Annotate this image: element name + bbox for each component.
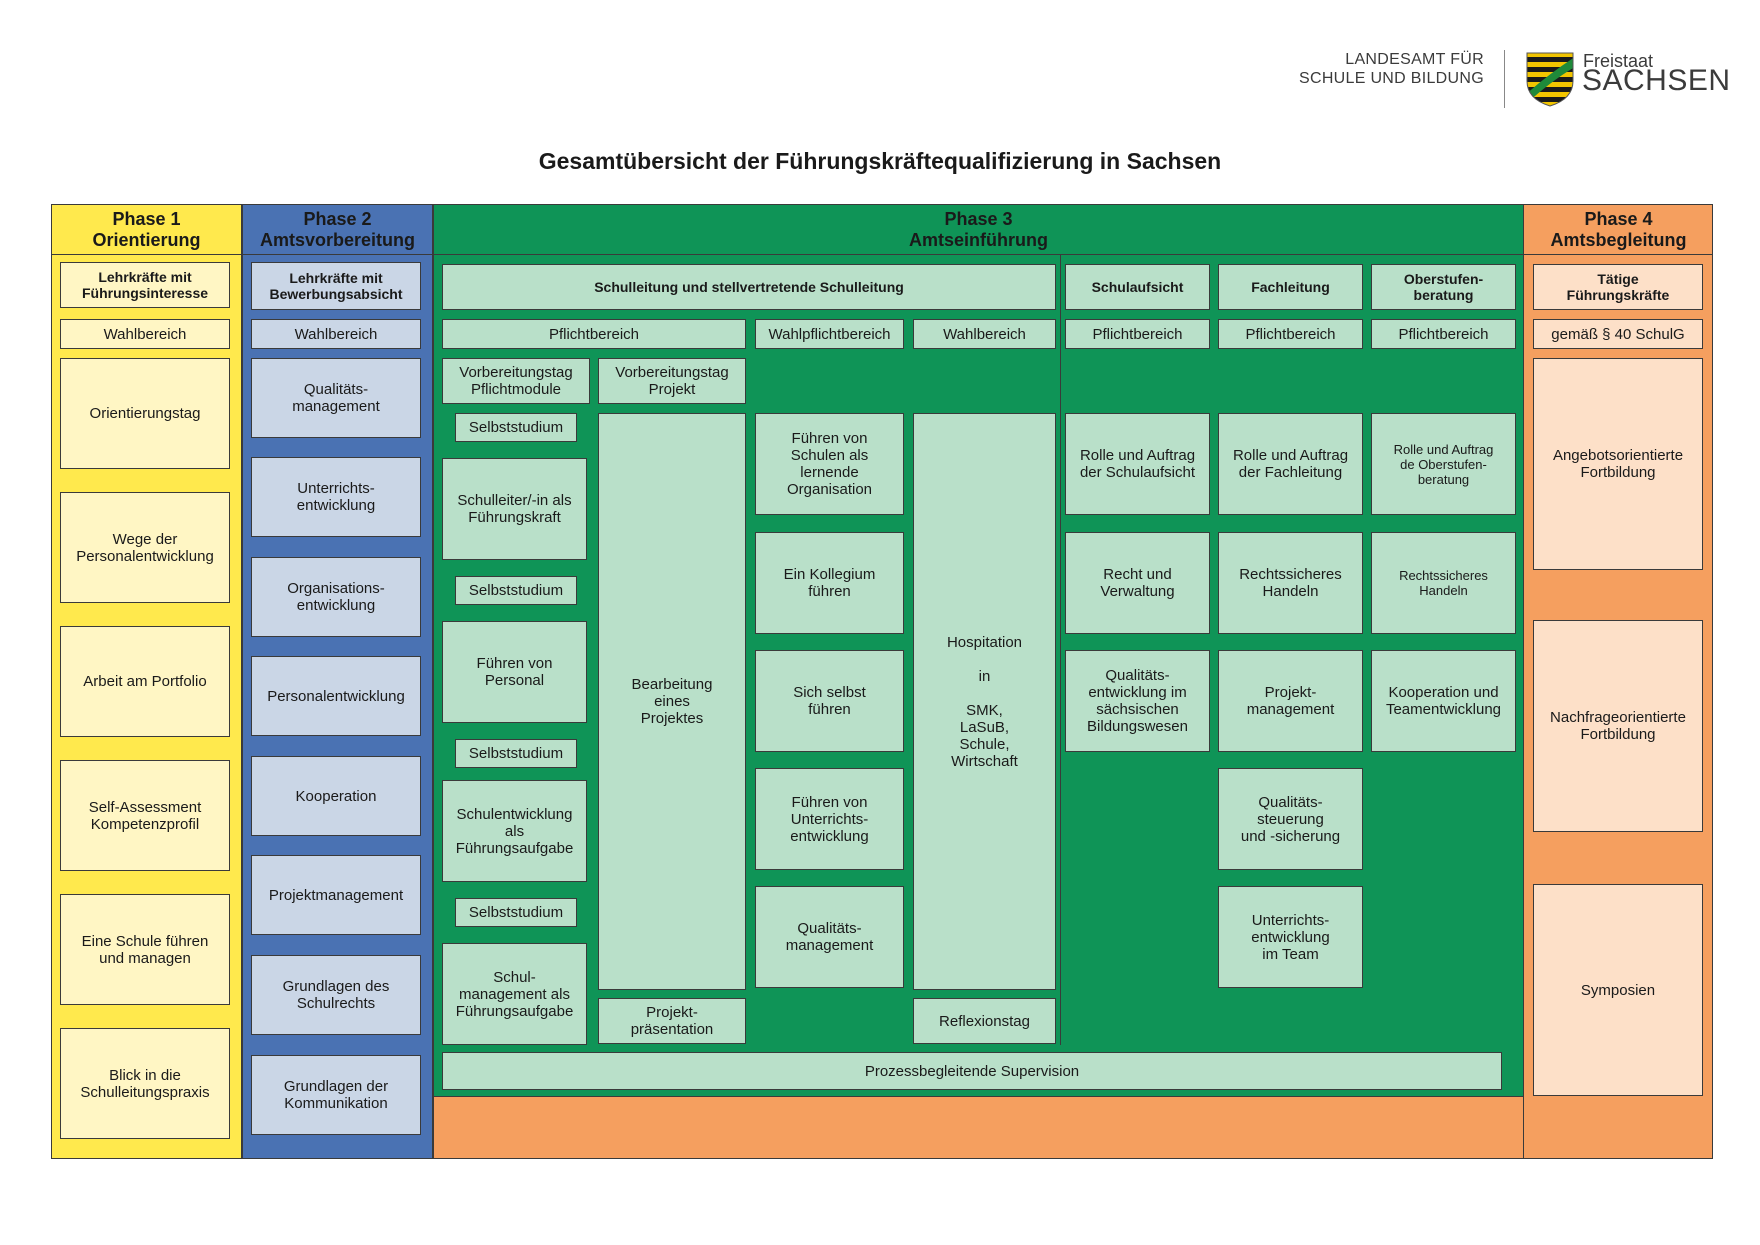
phase2-area: Wahlbereich <box>251 319 421 349</box>
phase1-item: Arbeit am Portfolio <box>60 626 230 737</box>
schulaufsicht-area: Pflichtbereich <box>1065 319 1210 349</box>
schulleitung-wahlpflichtbereich: Wahlpflichtbereich <box>755 319 904 349</box>
oberstufenberatung-item: Kooperation und Teamentwicklung <box>1371 650 1516 752</box>
schulaufsicht-item: Recht und Verwaltung <box>1065 532 1210 634</box>
phase2-item: Projektmanagement <box>251 855 421 935</box>
phase2-item: Organisations- entwicklung <box>251 557 421 637</box>
fachleitung-item: Qualitäts- steuerung und -sicherung <box>1218 768 1363 870</box>
fachleitung-item: Rolle und Auftrag der Fachleitung <box>1218 413 1363 515</box>
phase4-target: Tätige Führungskräfte <box>1533 264 1703 310</box>
vorbereitungstag-projekt: Vorbereitungstag Projekt <box>598 358 746 404</box>
selbststudium: Selbststudium <box>455 576 577 605</box>
phase2-target: Lehrkräfte mit Bewerbungsabsicht <box>251 262 421 310</box>
vorbereitungstag-pflichtmodule: Vorbereitungstag Pflichtmodule <box>442 358 590 404</box>
phase3-divider <box>1060 255 1061 1045</box>
phase4-divider <box>1523 204 1524 1159</box>
schulleitung-pflichtbereich: Pflichtbereich <box>442 319 746 349</box>
fachleitung-item: Unterrichts- entwicklung im Team <box>1218 886 1363 988</box>
schulleitung-target: Schulleitung und stellvertretende Schull… <box>442 264 1056 310</box>
phase2-item: Personalentwicklung <box>251 656 421 736</box>
wahlpflicht-item: Qualitäts- management <box>755 886 904 988</box>
oberstufenberatung-item: Rechtssicheres Handeln <box>1371 532 1516 634</box>
schulleitung-module: Führen von Personal <box>442 621 587 723</box>
phase2-header: Phase 2 Amtsvorbereitung <box>259 209 416 250</box>
fachleitung-item: Projekt- management <box>1218 650 1363 752</box>
phase1-header: Phase 1 Orientierung <box>92 209 201 250</box>
phase2-item: Grundlagen der Kommunikation <box>251 1055 421 1135</box>
phase4-item: Nachfrageorientierte Fortbildung <box>1533 620 1703 832</box>
schulaufsicht-item: Qualitäts- entwicklung im sächsischen Bi… <box>1065 650 1210 752</box>
fachleitung-target: Fachleitung <box>1218 264 1363 310</box>
wahlpflicht-item: Führen von Unterrichts- entwicklung <box>755 768 904 870</box>
phase4-area: gemäß § 40 SchulG <box>1533 319 1703 349</box>
logo-divider <box>1504 50 1505 108</box>
wahlpflicht-item: Sich selbst führen <box>755 650 904 752</box>
schulaufsicht-target: Schulaufsicht <box>1065 264 1210 310</box>
projekt-bearbeitung: Bearbeitung eines Projektes <box>598 413 746 990</box>
oberstufenberatung-item: Rolle und Auftrag de Oberstufen- beratun… <box>1371 413 1516 515</box>
selbststudium: Selbststudium <box>455 898 577 927</box>
wahlpflicht-item: Ein Kollegium führen <box>755 532 904 634</box>
reflexionstag: Reflexionstag <box>913 998 1056 1044</box>
schulleitung-module: Schulleiter/-in als Führungskraft <box>442 458 587 560</box>
phase2-item: Qualitäts- management <box>251 358 421 438</box>
phase1-item: Eine Schule führen und managen <box>60 894 230 1005</box>
phase1-item: Self-Assessment Kompetenzprofil <box>60 760 230 871</box>
phase4-item: Symposien <box>1533 884 1703 1096</box>
phase2-item: Grundlagen des Schulrechts <box>251 955 421 1035</box>
schulleitung-module: Schulentwicklung als Führungsaufgabe <box>442 780 587 882</box>
oberstufenberatung-area: Pflichtbereich <box>1371 319 1516 349</box>
schulaufsicht-item: Rolle und Auftrag der Schulaufsicht <box>1065 413 1210 515</box>
hospitation: Hospitation in SMK, LaSuB, Schule, Wirts… <box>913 413 1056 990</box>
coat-of-arms-icon <box>1525 51 1575 108</box>
selbststudium: Selbststudium <box>455 413 577 442</box>
phase3-header: Phase 3 Amtseinführung <box>909 209 1048 250</box>
oberstufenberatung-target: Oberstufen- beratung <box>1371 264 1516 310</box>
phase1-item: Wege der Personalentwicklung <box>60 492 230 603</box>
phase4-header: Phase 4 Amtsbegleitung <box>1550 209 1687 250</box>
phase2-item: Kooperation <box>251 756 421 836</box>
schulleitung-wahlbereich: Wahlbereich <box>913 319 1056 349</box>
fachleitung-item: Rechtssicheres Handeln <box>1218 532 1363 634</box>
prozessbegleitende-supervision: Prozessbegleitende Supervision <box>442 1052 1502 1090</box>
wahlpflicht-item: Führen von Schulen als lernende Organisa… <box>755 413 904 515</box>
phase1-area: Wahlbereich <box>60 319 230 349</box>
logo-freistaat: Freistaat <box>1583 51 1654 71</box>
phase1-item: Orientierungstag <box>60 358 230 469</box>
phase1-target: Lehrkräfte mit Führungsinteresse <box>60 262 230 308</box>
page-title: Gesamtübersicht der Führungskräftequalif… <box>538 148 1222 174</box>
logo-sachsen: SACHSEN <box>1582 64 1731 97</box>
projekt-praesentation: Projekt- präsentation <box>598 998 746 1044</box>
header-line <box>51 254 1713 255</box>
phase2-item: Unterrichts- entwicklung <box>251 457 421 537</box>
agency-name: LANDESAMT FÜR SCHULE UND BILDUNG <box>1299 51 1484 87</box>
selbststudium: Selbststudium <box>455 739 577 768</box>
phase4-item: Angebotsorientierte Fortbildung <box>1533 358 1703 570</box>
fachleitung-area: Pflichtbereich <box>1218 319 1363 349</box>
schulleitung-module: Schul- management als Führungsaufgabe <box>442 943 587 1045</box>
phase1-item: Blick in die Schulleitungspraxis <box>60 1028 230 1139</box>
